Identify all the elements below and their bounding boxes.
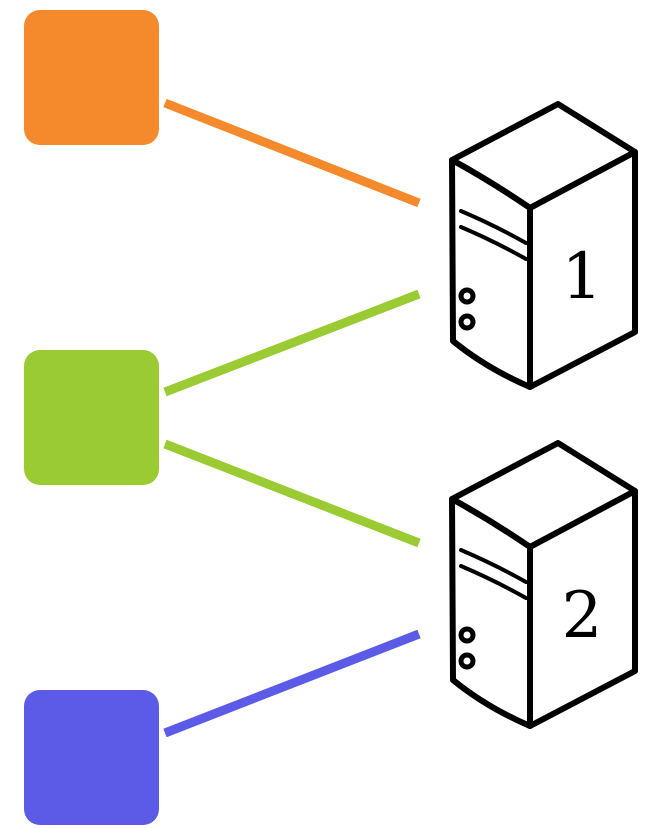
connection-blue-server-2	[163, 629, 421, 738]
connection-green-server-2	[163, 439, 421, 548]
server-2: 2	[449, 440, 638, 729]
client-square-green	[24, 350, 159, 485]
client-square-blue	[24, 690, 159, 825]
connection-orange-server-1	[163, 98, 421, 208]
connection-green-server-1	[163, 289, 421, 397]
clients	[24, 10, 159, 825]
server-label: 1	[562, 240, 603, 314]
connections	[163, 98, 421, 738]
server-label: 2	[562, 579, 603, 653]
client-square-orange	[24, 10, 159, 145]
server-1: 1	[449, 101, 638, 390]
server-tower-icon	[449, 440, 638, 729]
server-tower-icon	[449, 101, 638, 390]
